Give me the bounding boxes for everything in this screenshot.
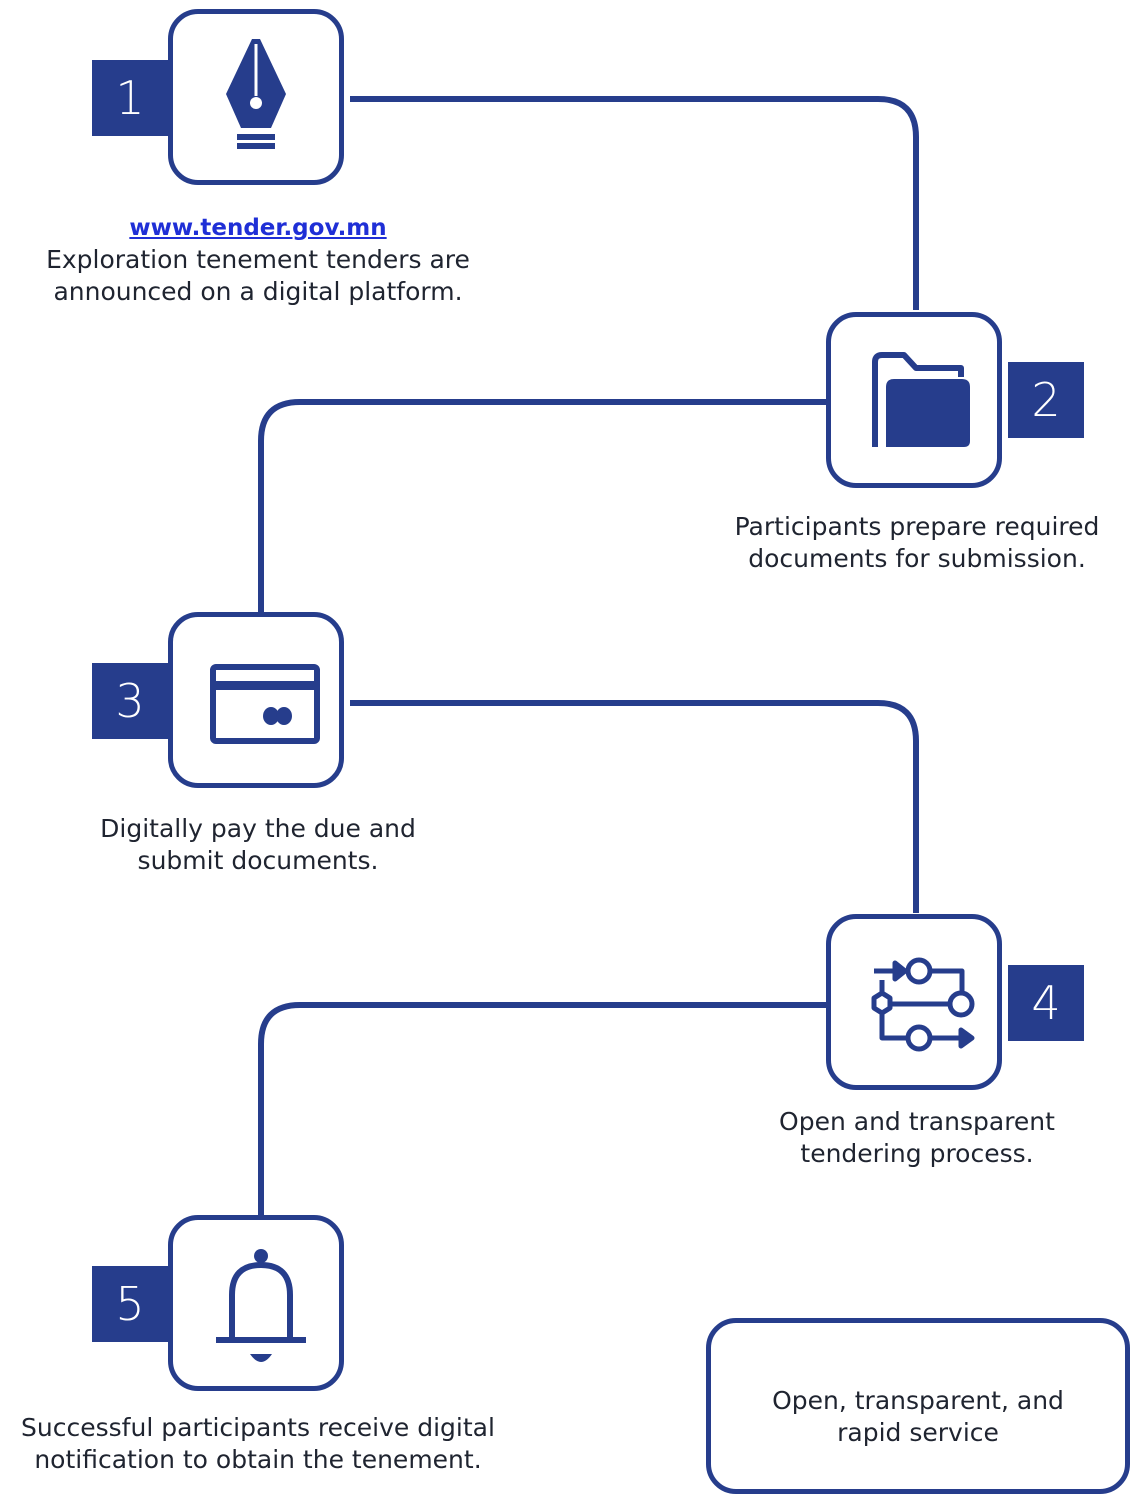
caption-line: tendering process. — [800, 1139, 1034, 1168]
connector-4-5 — [258, 1002, 829, 1215]
connector-1-2 — [350, 96, 919, 310]
caption-line: submit documents. — [137, 846, 379, 875]
caption-line: Digitally pay the due and — [100, 814, 416, 843]
credit-card-icon — [210, 664, 320, 744]
step-icon-box — [826, 914, 1002, 1090]
process-flow-icon — [871, 957, 975, 1052]
step-caption: Open and transparent tendering process. — [720, 1106, 1114, 1170]
summary-line: rapid service — [837, 1418, 999, 1447]
step-icon-box — [168, 9, 344, 185]
caption-line: documents for submission. — [748, 544, 1086, 573]
step-icon-box — [826, 312, 1002, 488]
caption-line: announced on a digital platform. — [53, 277, 463, 306]
connector-2-3 — [258, 399, 829, 612]
summary-box: Open, transparent, and rapid service — [706, 1318, 1130, 1494]
bell-icon — [216, 1249, 306, 1362]
caption-line: Participants prepare required — [734, 512, 1100, 541]
step-icon-box — [168, 1215, 344, 1391]
step-number-badge: 5 — [92, 1266, 168, 1342]
tender-website-link[interactable]: www.tender.gov.mn — [129, 215, 387, 241]
step-caption: www.tender.gov.mn Exploration tenement t… — [0, 212, 516, 308]
step-number-badge: 4 — [1008, 965, 1084, 1041]
summary-line: Open, transparent, and — [772, 1386, 1064, 1415]
step-caption: Participants prepare required documents … — [700, 511, 1134, 575]
folder-icon — [872, 352, 970, 447]
step-number-badge: 1 — [92, 60, 168, 136]
step-icon-box — [168, 612, 344, 788]
caption-line: Successful participants receive digital — [21, 1413, 495, 1442]
fountain-pen-icon — [226, 39, 286, 149]
connector-3-4 — [350, 700, 919, 913]
caption-line: notification to obtain the tenement. — [34, 1445, 482, 1474]
step-number-badge: 2 — [1008, 362, 1084, 438]
caption-line: Open and transparent — [779, 1107, 1055, 1136]
summary-text: Open, transparent, and rapid service — [711, 1385, 1125, 1449]
step-caption: Digitally pay the due and submit documen… — [60, 813, 456, 877]
step-caption: Successful participants receive digital … — [0, 1412, 516, 1476]
caption-line: Exploration tenement tenders are — [46, 245, 470, 274]
step-number-badge: 3 — [92, 663, 168, 739]
